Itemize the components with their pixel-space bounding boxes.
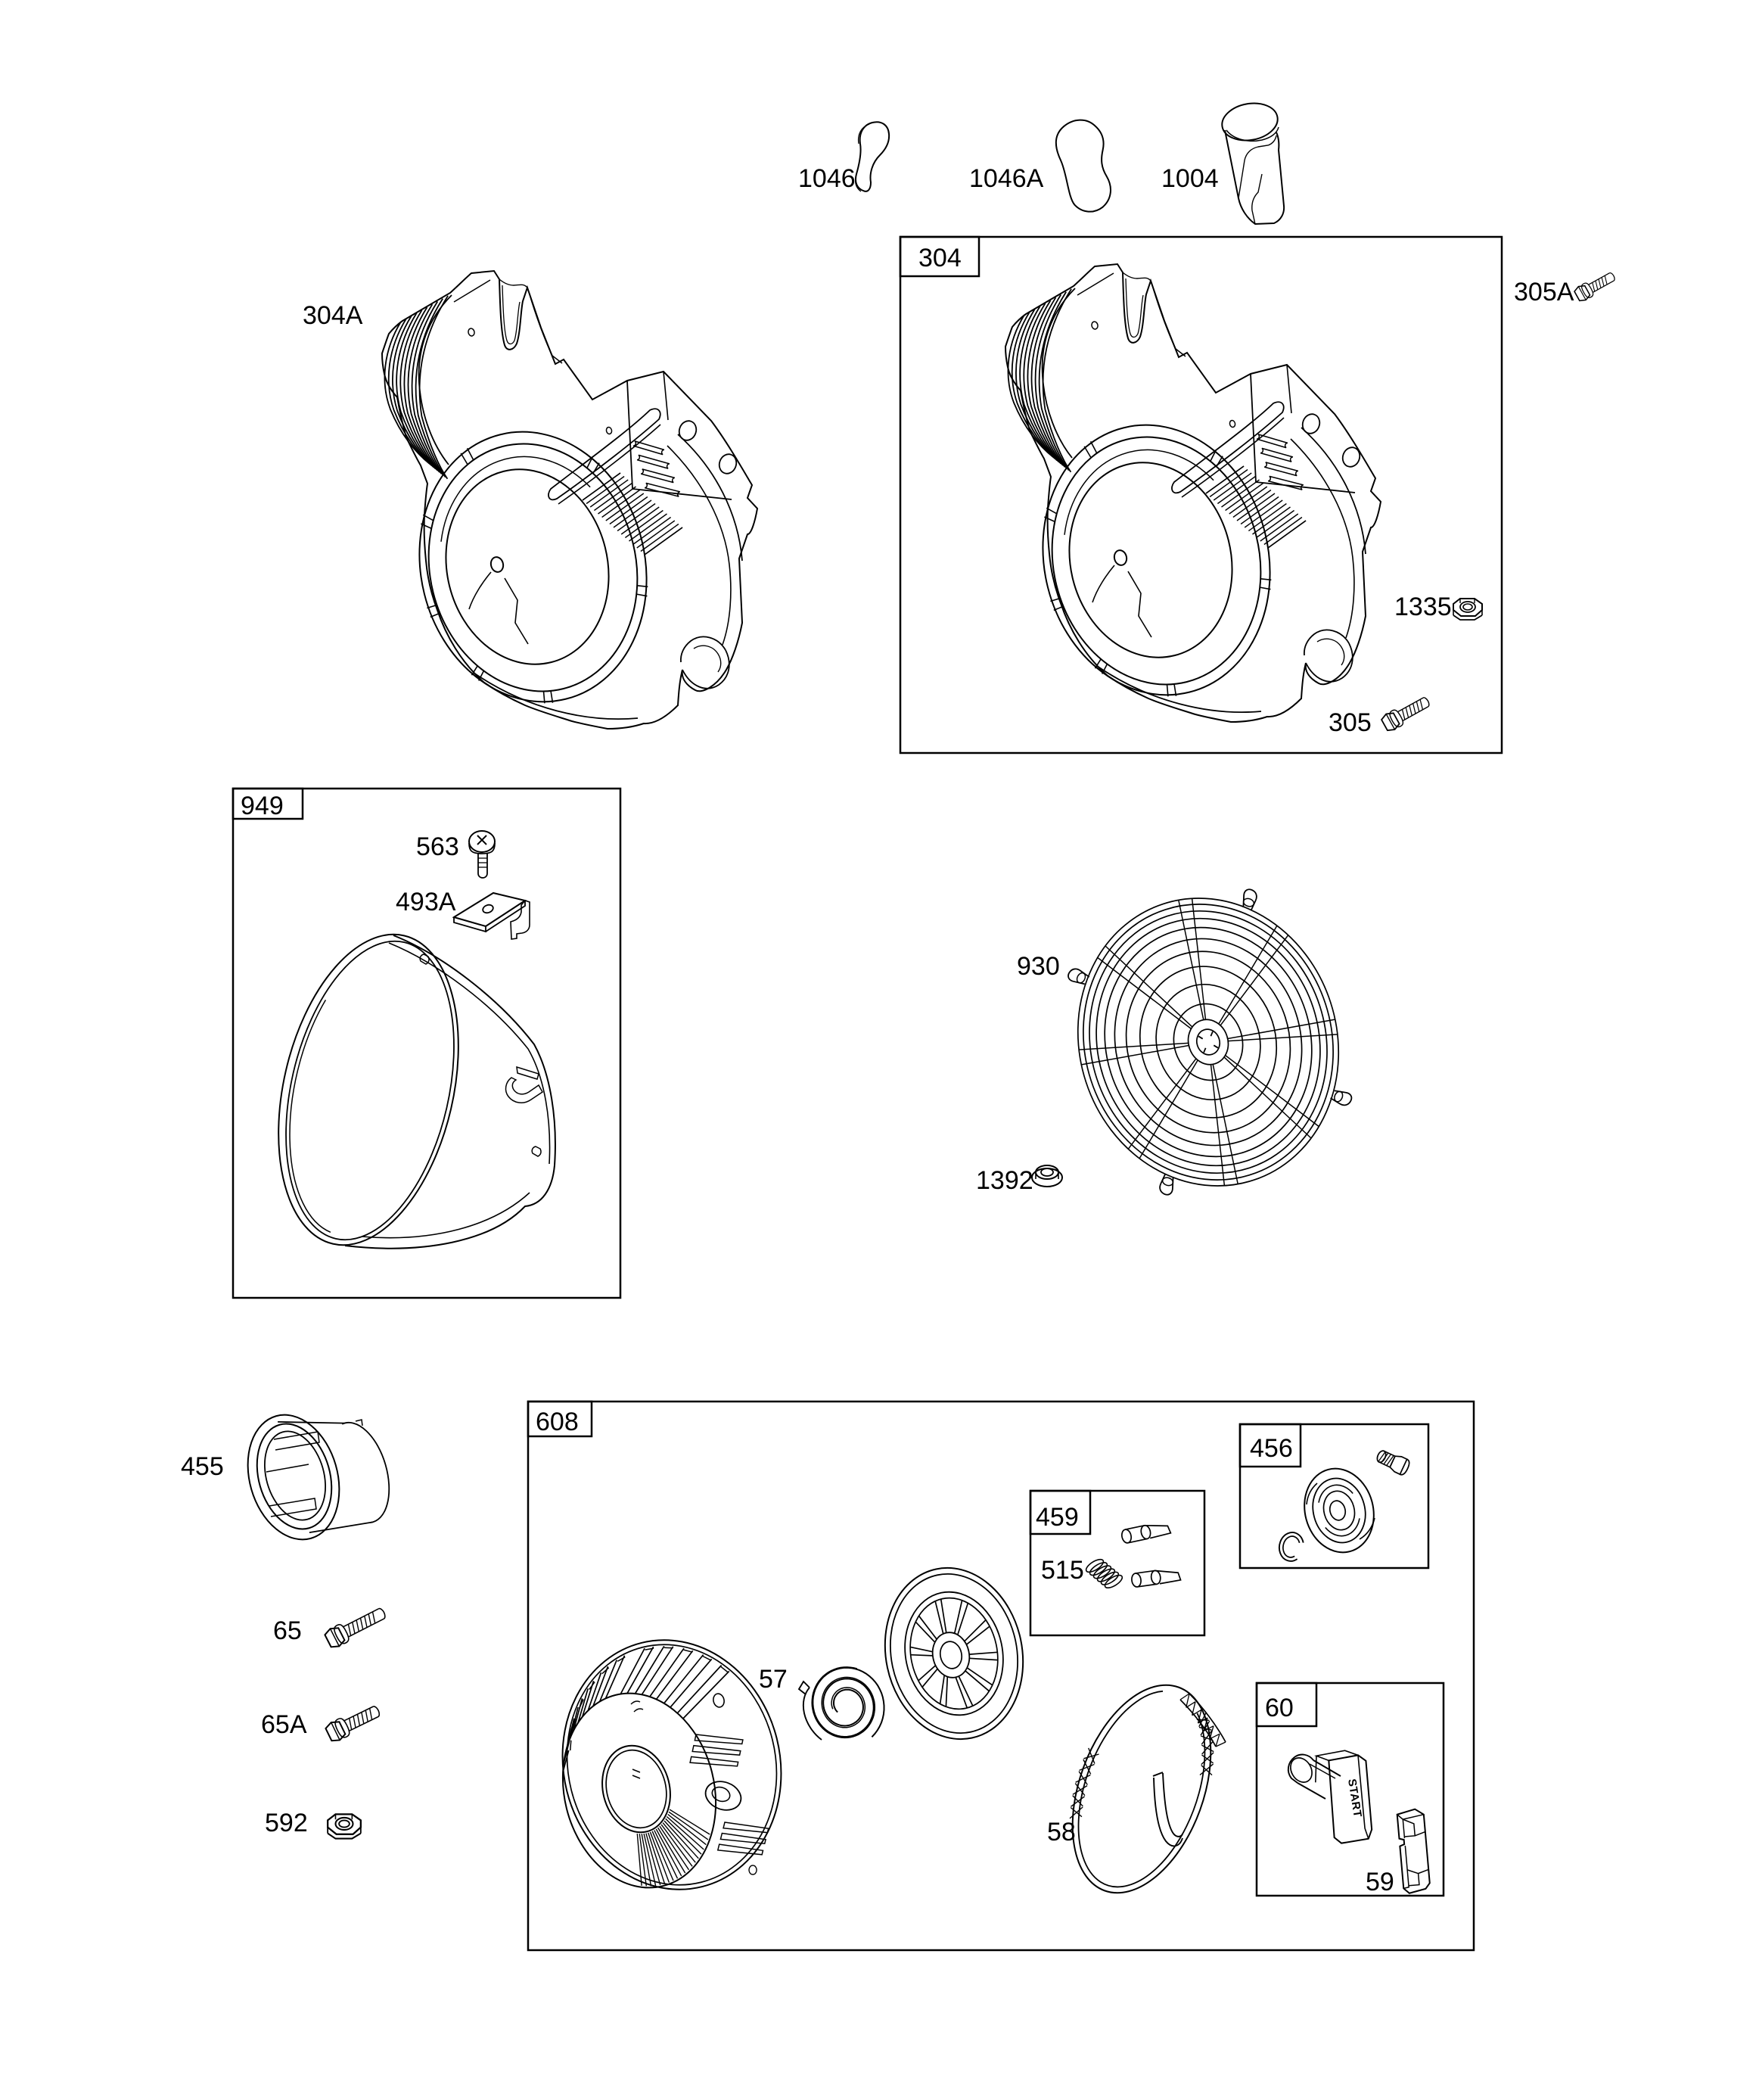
svg-text:65A: 65A xyxy=(261,1710,307,1739)
svg-text:60: 60 xyxy=(1265,1694,1294,1722)
svg-text:305: 305 xyxy=(1329,708,1372,737)
svg-text:493A: 493A xyxy=(396,888,456,916)
svg-text:608: 608 xyxy=(536,1408,579,1436)
svg-text:1004: 1004 xyxy=(1161,164,1219,193)
svg-text:1046A: 1046A xyxy=(969,164,1044,193)
svg-text:459: 459 xyxy=(1036,1503,1079,1532)
svg-text:455: 455 xyxy=(181,1452,224,1481)
svg-text:1046: 1046 xyxy=(798,164,856,193)
svg-text:65: 65 xyxy=(273,1616,302,1645)
svg-text:304: 304 xyxy=(918,244,962,272)
svg-text:57: 57 xyxy=(759,1665,788,1694)
svg-text:59: 59 xyxy=(1366,1868,1394,1896)
svg-text:58: 58 xyxy=(1047,1818,1076,1846)
svg-text:456: 456 xyxy=(1250,1434,1293,1463)
svg-text:305A: 305A xyxy=(1514,278,1574,306)
svg-text:592: 592 xyxy=(265,1809,308,1837)
svg-text:1392: 1392 xyxy=(976,1166,1033,1195)
svg-text:563: 563 xyxy=(416,832,459,861)
svg-text:949: 949 xyxy=(241,792,284,820)
svg-text:930: 930 xyxy=(1017,952,1060,981)
svg-text:1335: 1335 xyxy=(1394,593,1452,621)
svg-text:304A: 304A xyxy=(303,301,363,330)
svg-text:515: 515 xyxy=(1041,1556,1084,1585)
